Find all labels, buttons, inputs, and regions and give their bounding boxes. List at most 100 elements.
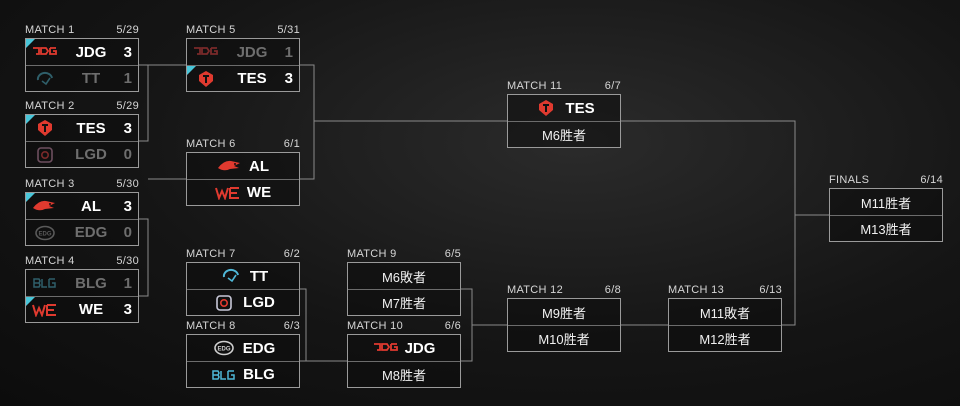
match-header: MATCH 6 6/1 [186, 138, 300, 151]
team-row[interactable]: JDG [348, 335, 460, 361]
team-row[interactable]: M6胜者 [508, 121, 620, 147]
team-row[interactable]: M9胜者 [508, 299, 620, 325]
team-row[interactable]: LGD 0 [26, 141, 138, 167]
match-title: MATCH 6 [186, 138, 236, 150]
team-row[interactable]: M10胜者 [508, 325, 620, 351]
team-name: EDG [74, 224, 108, 241]
team-row[interactable]: M11胜者 [830, 189, 942, 215]
team-name: AL [249, 157, 269, 175]
match-date: 6/14 [920, 174, 943, 186]
match-date: 5/30 [116, 255, 139, 267]
match-box: TT LGD [186, 262, 300, 316]
team-row[interactable]: M11敗者 [669, 299, 781, 325]
team-name: M11胜者 [860, 195, 912, 211]
match-date: 6/2 [283, 248, 300, 260]
jdg-logo-icon [193, 44, 219, 60]
team-row[interactable]: JDG 3 [26, 39, 138, 65]
match-date: 6/6 [444, 320, 461, 332]
team-name: M13胜者 [860, 222, 912, 237]
team-name: BLG [243, 366, 275, 383]
svg-text:EDG: EDG [217, 347, 230, 353]
team-score: 1 [123, 70, 132, 87]
team-score: 1 [284, 43, 293, 61]
team-row[interactable]: BLG [187, 361, 299, 387]
winner-marker-icon [26, 115, 35, 124]
winner-marker-icon [26, 39, 35, 48]
team-name: JDG [236, 43, 268, 61]
match-title: MATCH 1 [25, 24, 75, 36]
team-score: 3 [123, 43, 132, 61]
match-title: MATCH 7 [186, 248, 236, 260]
connector-m3-m4 [139, 178, 186, 297]
connector-m11-m13 [621, 120, 829, 326]
winner-marker-icon [26, 297, 35, 306]
team-row[interactable]: TT [187, 263, 299, 289]
team-name: TT [249, 267, 269, 285]
team-row[interactable]: TES [508, 95, 620, 121]
team-name: M6胜者 [541, 128, 587, 143]
team-score: 3 [123, 301, 132, 318]
team-name: LGD [75, 146, 107, 163]
match-date: 6/1 [283, 138, 300, 150]
match-header: MATCH 7 6/2 [186, 248, 300, 261]
winner-marker-icon [26, 193, 35, 202]
team-score: 0 [123, 146, 132, 163]
edg-logo-icon: EDG [32, 225, 58, 241]
team-row[interactable]: M6敗者 [348, 263, 460, 289]
team-score: 1 [123, 274, 132, 292]
team-row[interactable]: M12胜者 [669, 325, 781, 351]
team-row[interactable]: LGD [187, 289, 299, 315]
tes-logo-icon [32, 120, 58, 136]
match-box: M9胜者 M10胜者 [507, 298, 621, 352]
team-row[interactable]: WE 3 [26, 296, 138, 322]
jdg-logo-icon [373, 340, 399, 356]
team-name: M9胜者 [541, 305, 587, 321]
match-date: 6/8 [604, 284, 621, 296]
team-row[interactable]: WE [187, 179, 299, 205]
match-title: MATCH 5 [186, 24, 236, 36]
team-name: TES [76, 119, 106, 137]
team-name: WE [78, 301, 104, 318]
we-logo-icon [32, 302, 58, 318]
team-row[interactable]: JDG 1 [187, 39, 299, 65]
team-row[interactable]: AL [187, 153, 299, 179]
match-title: MATCH 11 [507, 80, 563, 92]
team-row[interactable]: M13胜者 [830, 215, 942, 241]
team-name: JDG [75, 43, 107, 61]
team-name: LGD [243, 294, 275, 311]
edg-logo-icon: EDG [211, 340, 237, 356]
match-title: MATCH 4 [25, 255, 75, 267]
team-row[interactable]: M7胜者 [348, 289, 460, 315]
team-row[interactable]: M8胜者 [348, 361, 460, 387]
match-date: 5/30 [116, 178, 139, 190]
